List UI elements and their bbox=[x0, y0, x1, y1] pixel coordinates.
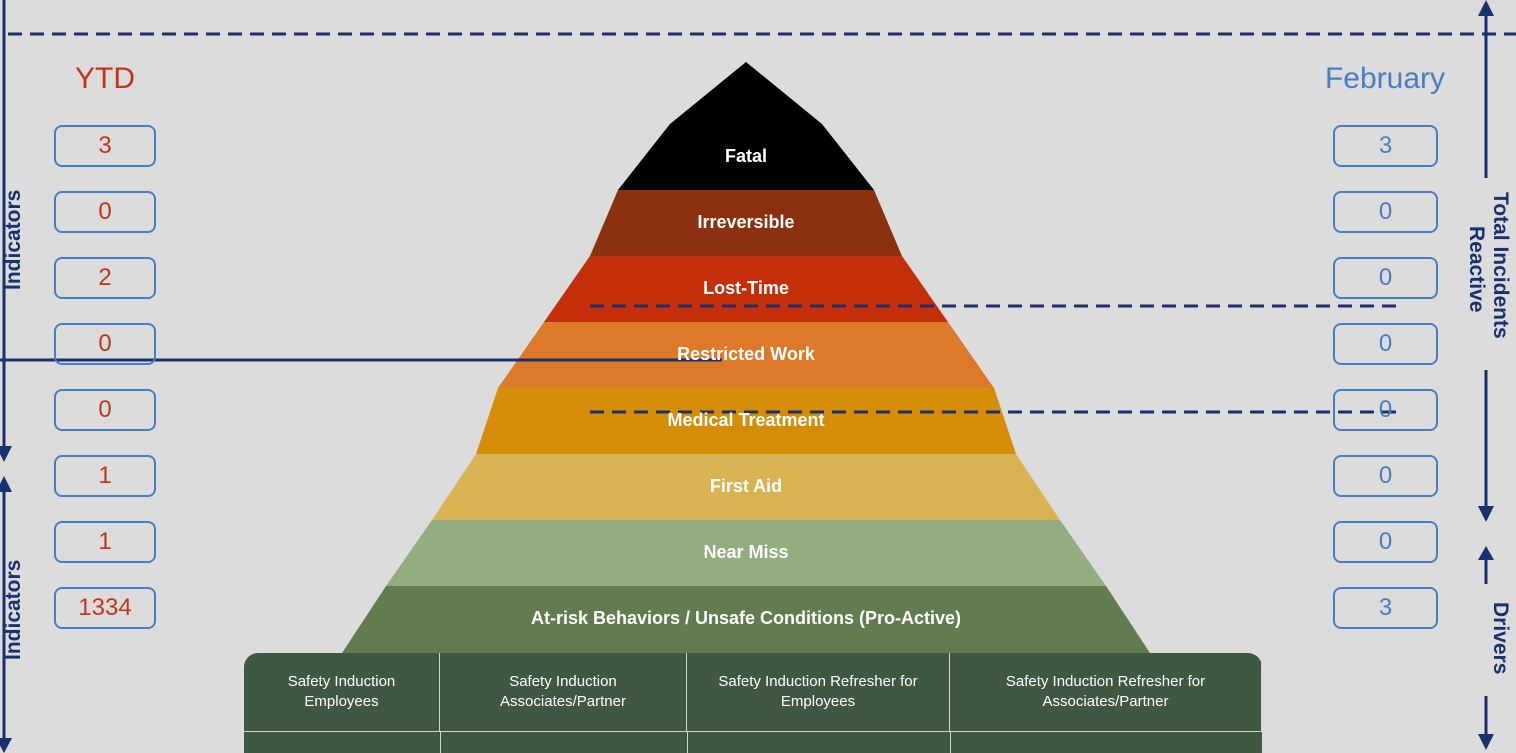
induction-table: Safety Induction Employees Safety Induct… bbox=[244, 653, 1262, 753]
pyramid-layer-medical-treatment bbox=[476, 388, 1016, 454]
ytd-value-first-aid: 1 bbox=[54, 455, 156, 497]
pyramid-layer-restricted-work bbox=[498, 322, 994, 388]
month-value-fatal: 3 bbox=[1333, 125, 1438, 167]
table-header-induction-associates: Safety Induction Associates/Partner bbox=[440, 653, 687, 731]
month-value-near-miss: 0 bbox=[1333, 521, 1438, 563]
side-label-left-top: Indicators bbox=[2, 189, 25, 290]
side-label-drivers: Drivers bbox=[1489, 602, 1512, 675]
ytd-value-medical-treatment: 0 bbox=[54, 389, 156, 431]
pyramid-layer-fatal bbox=[618, 62, 874, 190]
ytd-value-near-miss: 1 bbox=[54, 521, 156, 563]
table-header-refresher-associates: Safety Induction Refresher for Associate… bbox=[950, 653, 1262, 731]
month-value-medical-treatment: 0 bbox=[1333, 389, 1438, 431]
table-row bbox=[244, 731, 1262, 753]
pyramid-layer-irreversible bbox=[590, 190, 902, 256]
layer-label-at-risk: At-risk Behaviors / Unsafe Conditions (P… bbox=[530, 608, 962, 628]
pyramid-layer-at-risk bbox=[342, 586, 1150, 653]
table-header-refresher-employees: Safety Induction Refresher for Employees bbox=[687, 653, 950, 731]
ytd-value-irreversible: 0 bbox=[54, 191, 156, 233]
month-value-irreversible: 0 bbox=[1333, 191, 1438, 233]
layer-label-near-miss: Near Miss bbox=[703, 542, 789, 562]
layer-label-lost-time: Lost-Time bbox=[703, 278, 789, 298]
layer-label-irreversible: Irreversible bbox=[697, 212, 795, 232]
side-label-left-bottom: Indicators bbox=[2, 559, 25, 660]
month-value-at-risk: 3 bbox=[1333, 587, 1438, 629]
month-value-lost-time: 0 bbox=[1333, 257, 1438, 299]
ytd-value-fatal: 3 bbox=[54, 125, 156, 167]
layer-label-restricted-work: Restricted Work bbox=[677, 344, 815, 364]
ytd-header: YTD bbox=[75, 62, 135, 95]
side-label-total-incidents: Total Incidents bbox=[1489, 192, 1512, 339]
layer-label-medical-treatment: Medical Treatment bbox=[667, 410, 825, 430]
pyramid-apex-cap bbox=[696, 62, 796, 124]
month-header: February bbox=[1324, 62, 1446, 95]
side-label-reactive: Reactive bbox=[1465, 226, 1488, 313]
month-value-restricted-work: 0 bbox=[1333, 323, 1438, 365]
ytd-value-restricted-work: 0 bbox=[54, 323, 156, 365]
pyramid-layer-first-aid bbox=[432, 454, 1060, 520]
layer-label-fatal: Fatal bbox=[724, 146, 767, 166]
month-value-first-aid: 0 bbox=[1333, 455, 1438, 497]
pyramid-layer-near-miss bbox=[386, 520, 1106, 586]
layer-label-first-aid: First Aid bbox=[709, 476, 783, 496]
ytd-value-at-risk: 1334 bbox=[54, 587, 156, 629]
table-header-induction-employees: Safety Induction Employees bbox=[244, 653, 440, 731]
ytd-value-lost-time: 2 bbox=[54, 257, 156, 299]
